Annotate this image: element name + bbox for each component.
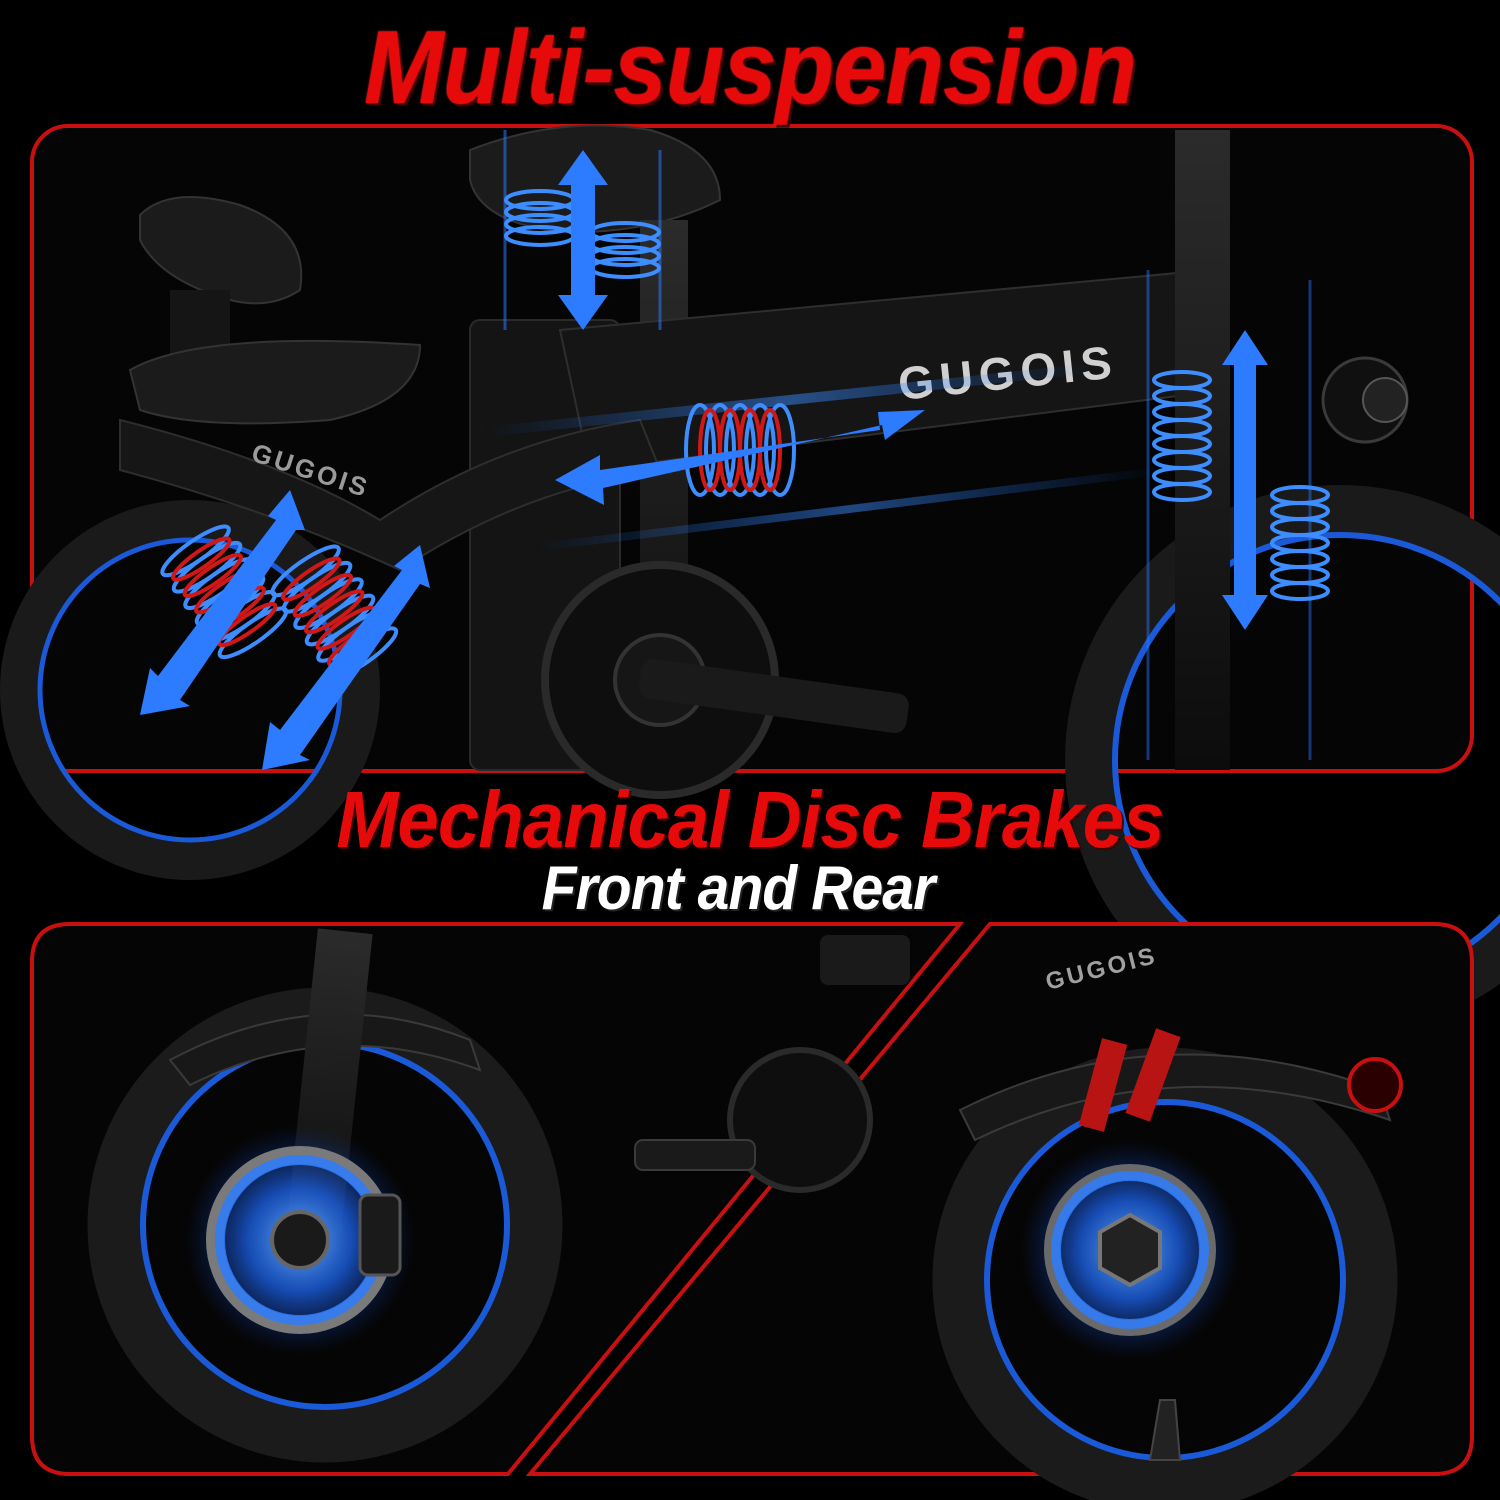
subheadline-front-and-rear: Front and Rear — [541, 854, 936, 923]
center-drivetrain — [634, 935, 910, 1193]
headline-disc-brakes: Mechanical Disc Brakes — [336, 775, 1164, 864]
highlight-beams — [481, 130, 1312, 760]
front-brake-panel — [30, 922, 965, 1476]
front-fork-spring-icon — [1152, 370, 1330, 601]
front-disc-brake-icon — [185, 1125, 415, 1355]
double-arrow-icon — [558, 150, 608, 330]
headline-multi-suspension: Multi-suspension — [364, 10, 1137, 126]
double-arrow-icon — [555, 410, 925, 505]
rear-passenger-seat — [128, 196, 422, 425]
double-arrow-icon — [1222, 330, 1268, 630]
rear-disc-brake-icon — [1020, 1140, 1240, 1360]
double-arrow-icon — [140, 490, 430, 770]
rear-wheel-closeup — [932, 1028, 1403, 1500]
chainring — [541, 561, 909, 799]
top-panel: GUGOIS GUGOIS — [0, 124, 1500, 1035]
rear-brake-panel: GUGOIS — [525, 922, 1474, 1500]
